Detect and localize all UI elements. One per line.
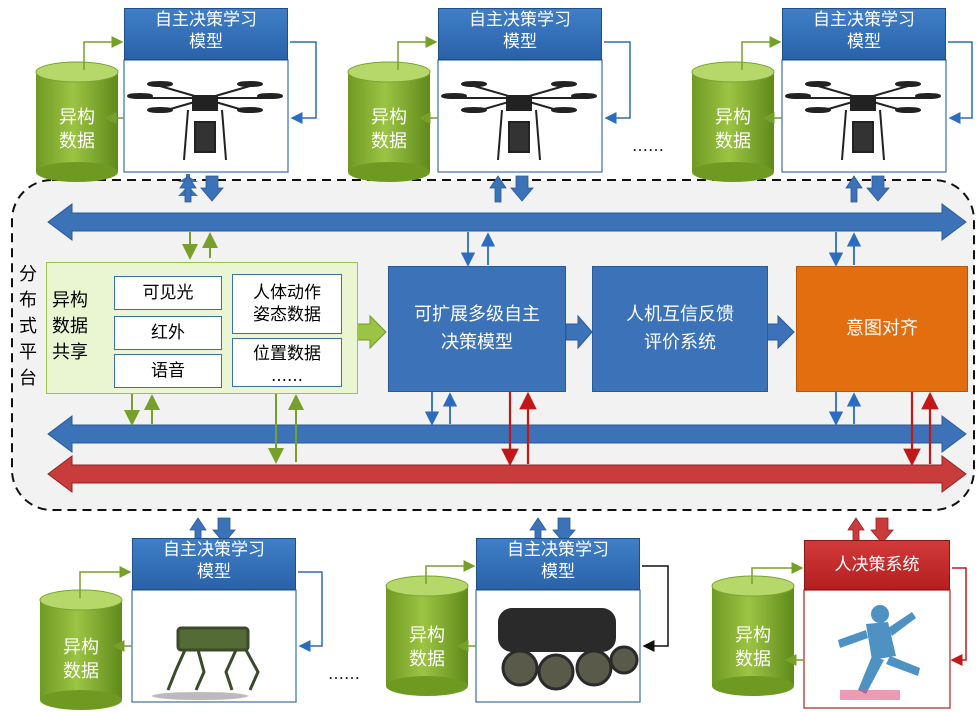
data-cylinder-label: 异构 数据 [715, 107, 751, 152]
drone-2-title: 自主决策学习 模型 [438, 8, 602, 60]
middle-bus [47, 415, 967, 453]
human-links [847, 517, 894, 545]
data-cylinder-label: 异构 数据 [59, 107, 95, 152]
cylinders [35, 61, 795, 710]
data-type-more: …… [232, 366, 342, 387]
data-type-infrared: 红外 [114, 316, 222, 350]
intent-alignment-block: 意图对齐 [796, 266, 968, 392]
more-drones-ellipsis: …… [632, 136, 664, 155]
more-robots-ellipsis: …… [328, 664, 360, 683]
human-decision-title: 人决策系统 [804, 540, 950, 590]
drone-2-image [441, 81, 597, 161]
data-cylinder-label: 异构 数据 [409, 625, 445, 670]
robot-dog-title: 自主决策学习 模型 [132, 538, 296, 590]
data-cylinder-label: 异构 数据 [63, 637, 99, 682]
data-sharing-label: 异构 数据 共享 [52, 290, 88, 363]
robot-dog-image [152, 626, 260, 700]
runner-image [838, 605, 920, 700]
bottom-bus-red [47, 455, 967, 493]
data-type-pose: 人体动作 姿态数据 [232, 274, 342, 334]
platform-label: 分 布 式 平 台 [19, 264, 37, 389]
data-type-voice: 语音 [114, 354, 222, 388]
data-type-position: 位置数据 [232, 338, 342, 369]
trust-feedback-eval-block: 人机互信反馈 评价系统 [592, 266, 768, 392]
top-bus [47, 203, 967, 241]
drone-1-image [127, 81, 283, 161]
data-cylinder-label: 异构 数据 [371, 107, 407, 152]
scalable-decision-model-block: 可扩展多级自主 决策模型 [388, 266, 566, 392]
drone-1-title: 自主决策学习 模型 [124, 8, 288, 60]
data-cylinder-label: 异构 数据 [735, 625, 771, 670]
data-type-visible: 可见光 [114, 276, 222, 310]
ugv-title: 自主决策学习 模型 [476, 538, 640, 590]
drone-3-image [785, 81, 941, 161]
flow-arrows [355, 314, 795, 350]
ugv-image [498, 608, 639, 691]
drone-3-title: 自主决策学习 模型 [782, 8, 946, 60]
